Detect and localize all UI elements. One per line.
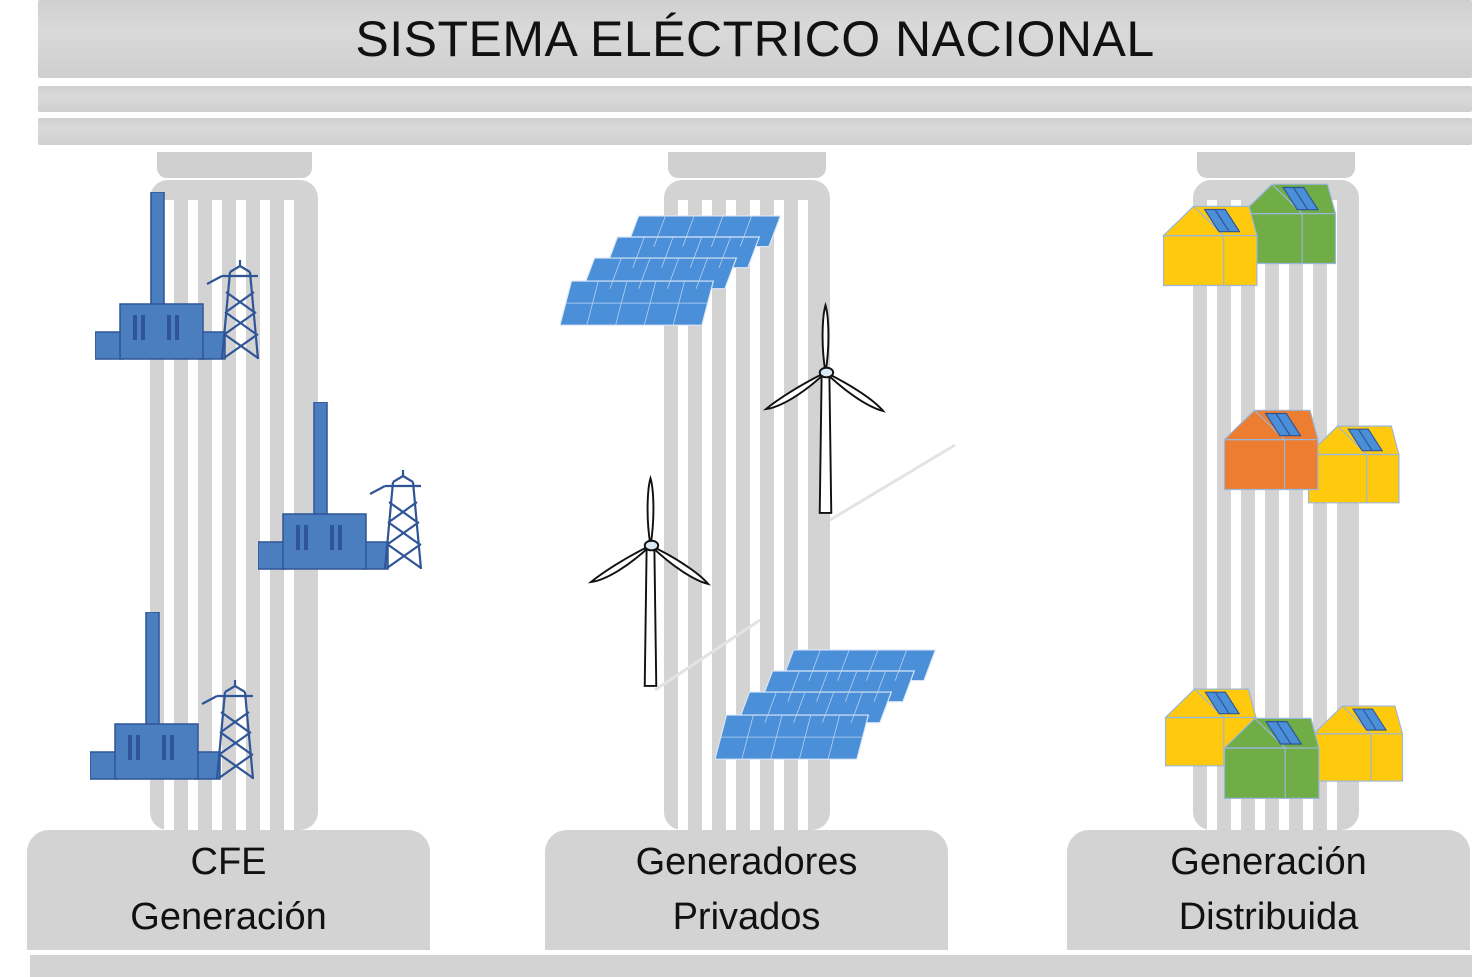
power-plant-icon (258, 402, 423, 571)
entablature-band (38, 118, 1472, 145)
pillar-capital (157, 152, 312, 178)
floor-band (30, 955, 1472, 977)
power-plant-icon (95, 192, 260, 361)
pillar-base-distribuida: Generación Distribuida (1067, 830, 1470, 950)
house-rooftop-solar-icon (1162, 205, 1258, 287)
pillar-base-cfe: CFE Generación (27, 830, 430, 950)
entablature-band (38, 86, 1472, 112)
wind-turbine-icon (589, 477, 710, 687)
solar-panel-array-icon (715, 649, 937, 760)
pillar-label-line2: Privados (672, 896, 821, 938)
diagram-title: SISTEMA ELÉCTRICO NACIONAL (355, 11, 1155, 67)
house-rooftop-solar-icon (1307, 425, 1400, 504)
shadow-line (654, 618, 761, 692)
pillar-capital (1197, 152, 1355, 178)
pillar-capital (668, 152, 826, 178)
pillar-label-line2: Generación (130, 896, 327, 938)
pillar-label-line2: Distribuida (1178, 896, 1359, 938)
house-rooftop-solar-icon (1223, 409, 1319, 491)
pillar-base-privados: Generadores Privados (545, 830, 948, 950)
title-band: SISTEMA ELÉCTRICO NACIONAL (38, 0, 1472, 78)
pillar-label-line1: Generación (1170, 840, 1367, 883)
shadow-line (829, 443, 956, 522)
solar-panel-array-icon (560, 215, 782, 326)
pillar-label-line1: CFE (190, 840, 267, 883)
wind-turbine-icon (764, 304, 885, 514)
pillar-label-line1: Generadores (635, 840, 858, 883)
power-plant-icon (90, 612, 255, 781)
house-rooftop-solar-icon (1313, 705, 1404, 782)
pillar-shaft (1193, 180, 1359, 830)
